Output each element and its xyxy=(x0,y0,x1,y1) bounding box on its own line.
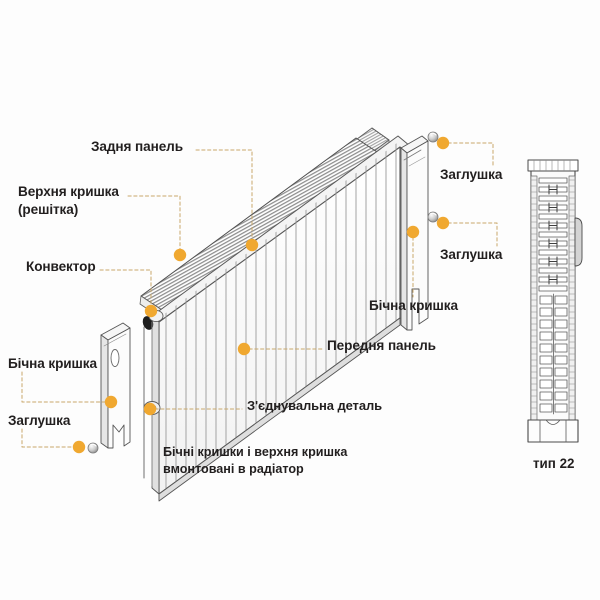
label-joint-part: З'єднувальна деталь xyxy=(247,398,383,413)
side-cover-slot xyxy=(110,349,120,367)
label-convector: Конвектор xyxy=(26,259,96,274)
label-plug-mid: Заглушка xyxy=(440,247,503,262)
callout-dot-front-panel xyxy=(237,342,251,356)
label-plug-bottom: Заглушка xyxy=(8,413,71,428)
callout-dots xyxy=(72,136,450,454)
cross-section-bracket xyxy=(574,217,583,267)
cross-section-fin-ticks xyxy=(530,179,576,415)
plug-icons xyxy=(87,131,439,454)
label-plug-top: Заглушка xyxy=(440,167,503,182)
cross-section-type22 xyxy=(527,159,583,443)
callout-dot-plug-bottom xyxy=(72,440,86,454)
leader-lines xyxy=(21,142,498,448)
cross-section-lower-fins xyxy=(539,295,568,413)
plug-icon xyxy=(427,131,439,143)
builtin-note-line2: вмонтовані в радіатор xyxy=(163,462,304,476)
plug-icon xyxy=(427,211,439,223)
callout-dot-side-cover-right xyxy=(406,225,420,239)
front-panel-ribs xyxy=(165,140,397,497)
builtin-note-line1: Бічні кришки і верхня кришка xyxy=(163,445,348,459)
callout-dot-back-panel xyxy=(245,238,259,252)
plug-icon xyxy=(87,442,99,454)
leader-plug-top xyxy=(447,142,494,167)
label-type-22: тип 22 xyxy=(533,456,575,471)
callout-dot-top-cover xyxy=(173,248,187,262)
label-front-panel: Передня панель xyxy=(327,338,436,353)
cross-section-h-links xyxy=(548,184,558,285)
callout-dot-convector xyxy=(144,304,158,318)
callout-dot-side-cover-left xyxy=(104,395,118,409)
leader-back-panel xyxy=(195,149,253,241)
leader-convector xyxy=(99,269,152,307)
radiator-body xyxy=(142,135,411,502)
label-top-cover-line1: Верхня кришка xyxy=(18,184,119,199)
label-back-panel: Задня панель xyxy=(91,139,183,154)
side-cover-left-part xyxy=(100,322,131,449)
leader-plug-mid xyxy=(447,222,498,247)
leader-top-cover xyxy=(127,195,181,251)
callout-dot-plug-mid xyxy=(436,216,450,230)
callout-dot-plug-top xyxy=(436,136,450,150)
callout-dot-joint-part xyxy=(143,402,157,416)
label-top-cover-line2: (решітка) xyxy=(18,202,79,217)
leader-plug-bottom xyxy=(21,428,75,448)
label-side-cover-right: Бічна кришка xyxy=(369,298,458,313)
label-side-cover-left: Бічна кришка xyxy=(8,356,97,371)
leader-side-cover-left xyxy=(21,371,107,403)
